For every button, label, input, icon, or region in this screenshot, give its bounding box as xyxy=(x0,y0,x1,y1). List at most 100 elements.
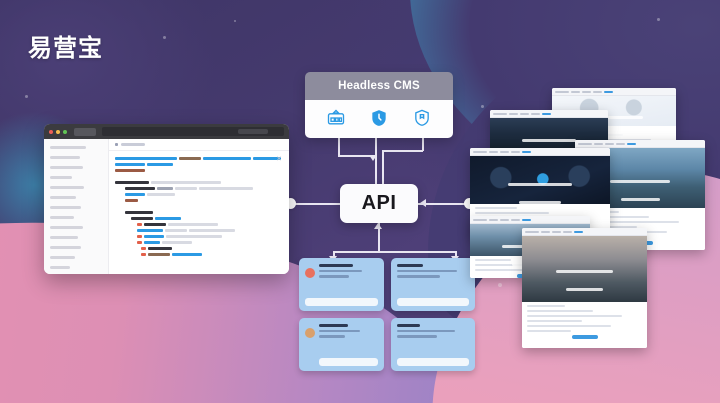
shield-check-icon[interactable] xyxy=(368,107,390,129)
brand-logo: 易营宝 xyxy=(28,35,103,62)
site-body-line xyxy=(527,310,594,312)
code-token xyxy=(137,235,142,238)
sidebar-item[interactable] xyxy=(50,166,83,169)
avatar xyxy=(305,268,315,278)
shield-document-icon[interactable] xyxy=(411,107,433,129)
code-token xyxy=(166,235,222,238)
site-nav-item xyxy=(627,142,636,145)
connector-dot-browser xyxy=(285,198,296,209)
site-nav-item xyxy=(489,218,498,221)
breadcrumb xyxy=(109,139,289,151)
sidebar-item[interactable] xyxy=(50,196,76,199)
editor-sidebar[interactable] xyxy=(44,139,109,274)
card-reply-input[interactable] xyxy=(396,358,469,366)
code-token xyxy=(115,157,177,160)
site-nav-item xyxy=(522,218,531,221)
site-body xyxy=(522,305,647,348)
sparkle-dot xyxy=(163,36,166,39)
close-icon[interactable]: ✕ xyxy=(276,156,282,163)
site-nav-item xyxy=(500,150,509,153)
site-nav-item xyxy=(520,112,529,115)
connector-browser-to-api xyxy=(292,203,340,205)
card-reply-input[interactable] xyxy=(305,298,378,306)
code-token xyxy=(157,187,173,190)
browser-tab[interactable] xyxy=(74,127,96,136)
minimize-icon[interactable] xyxy=(56,129,60,134)
api-hub-node[interactable]: API xyxy=(340,184,418,223)
card-body-line xyxy=(319,335,345,338)
site-navbar xyxy=(522,228,647,236)
code-line xyxy=(115,253,281,256)
site-nav-item xyxy=(555,90,569,93)
card-reply-input[interactable] xyxy=(319,358,378,366)
sidebar-item[interactable] xyxy=(50,146,86,149)
content-grid-icon[interactable] xyxy=(325,107,347,129)
site-nav-item xyxy=(582,90,591,93)
sidebar-item[interactable] xyxy=(50,226,83,229)
site-nav-item xyxy=(500,218,509,221)
code-line xyxy=(115,223,281,226)
code-line xyxy=(115,181,281,184)
code-editor-window[interactable]: ✕ xyxy=(44,124,289,274)
code-token xyxy=(137,241,142,244)
code-line xyxy=(115,175,281,178)
sidebar-item[interactable] xyxy=(50,206,81,209)
code-token xyxy=(115,223,135,226)
maximize-icon[interactable] xyxy=(63,129,67,134)
site-nav-item xyxy=(604,90,613,93)
site-nav-item xyxy=(593,90,602,93)
site-dusk-landing[interactable] xyxy=(522,228,647,348)
code-line xyxy=(115,187,281,190)
comment-card-3[interactable] xyxy=(299,318,384,371)
sidebar-item[interactable] xyxy=(50,176,72,179)
arrow-down-api-top xyxy=(369,155,377,161)
site-body-line xyxy=(475,207,517,209)
site-nav-item xyxy=(522,150,531,153)
sidebar-item[interactable] xyxy=(50,266,70,269)
sidebar-item[interactable] xyxy=(50,216,74,219)
arrow-left-to-api xyxy=(420,199,426,207)
code-token xyxy=(125,199,138,202)
comment-card-1[interactable] xyxy=(299,258,384,311)
card-reply-input[interactable] xyxy=(396,298,469,306)
code-token xyxy=(189,229,235,232)
browser-address-bar[interactable] xyxy=(102,127,284,136)
site-nav-item xyxy=(473,150,487,153)
site-hero-caption xyxy=(522,261,647,297)
card-text-lines xyxy=(396,264,470,281)
code-line xyxy=(115,169,281,172)
avatar xyxy=(305,328,315,338)
sidebar-item[interactable] xyxy=(50,156,80,159)
card-body-line xyxy=(396,329,455,332)
sparkle-dot xyxy=(657,18,660,21)
code-token xyxy=(203,157,251,160)
comment-card-2[interactable] xyxy=(390,258,475,311)
code-line xyxy=(115,241,281,244)
site-hero-caption xyxy=(470,174,610,210)
sidebar-item[interactable] xyxy=(50,246,81,249)
site-cta-button[interactable] xyxy=(571,335,598,339)
code-token xyxy=(151,181,221,184)
code-line xyxy=(115,217,281,220)
site-body-line xyxy=(527,320,582,322)
connector-cards-bus xyxy=(333,251,455,253)
connector-card-right-drop xyxy=(455,251,457,258)
browser-body: ✕ xyxy=(44,139,289,274)
close-icon[interactable] xyxy=(49,129,53,134)
code-token xyxy=(168,223,218,226)
sidebar-item[interactable] xyxy=(50,256,75,259)
sidebar-item[interactable] xyxy=(50,236,78,239)
sidebar-item[interactable] xyxy=(50,186,84,189)
browser-titlebar[interactable] xyxy=(44,124,289,139)
site-body-line xyxy=(527,315,622,317)
headless-cms-panel[interactable]: Headless CMS xyxy=(305,72,453,138)
code-block[interactable] xyxy=(109,151,289,256)
site-nav-item xyxy=(605,142,614,145)
card-text-lines xyxy=(319,324,378,341)
connector-card-left-drop xyxy=(333,251,335,258)
site-body-line xyxy=(475,264,539,266)
comment-card-4[interactable] xyxy=(390,318,475,371)
code-token xyxy=(144,235,164,238)
site-nav-item xyxy=(473,218,487,221)
